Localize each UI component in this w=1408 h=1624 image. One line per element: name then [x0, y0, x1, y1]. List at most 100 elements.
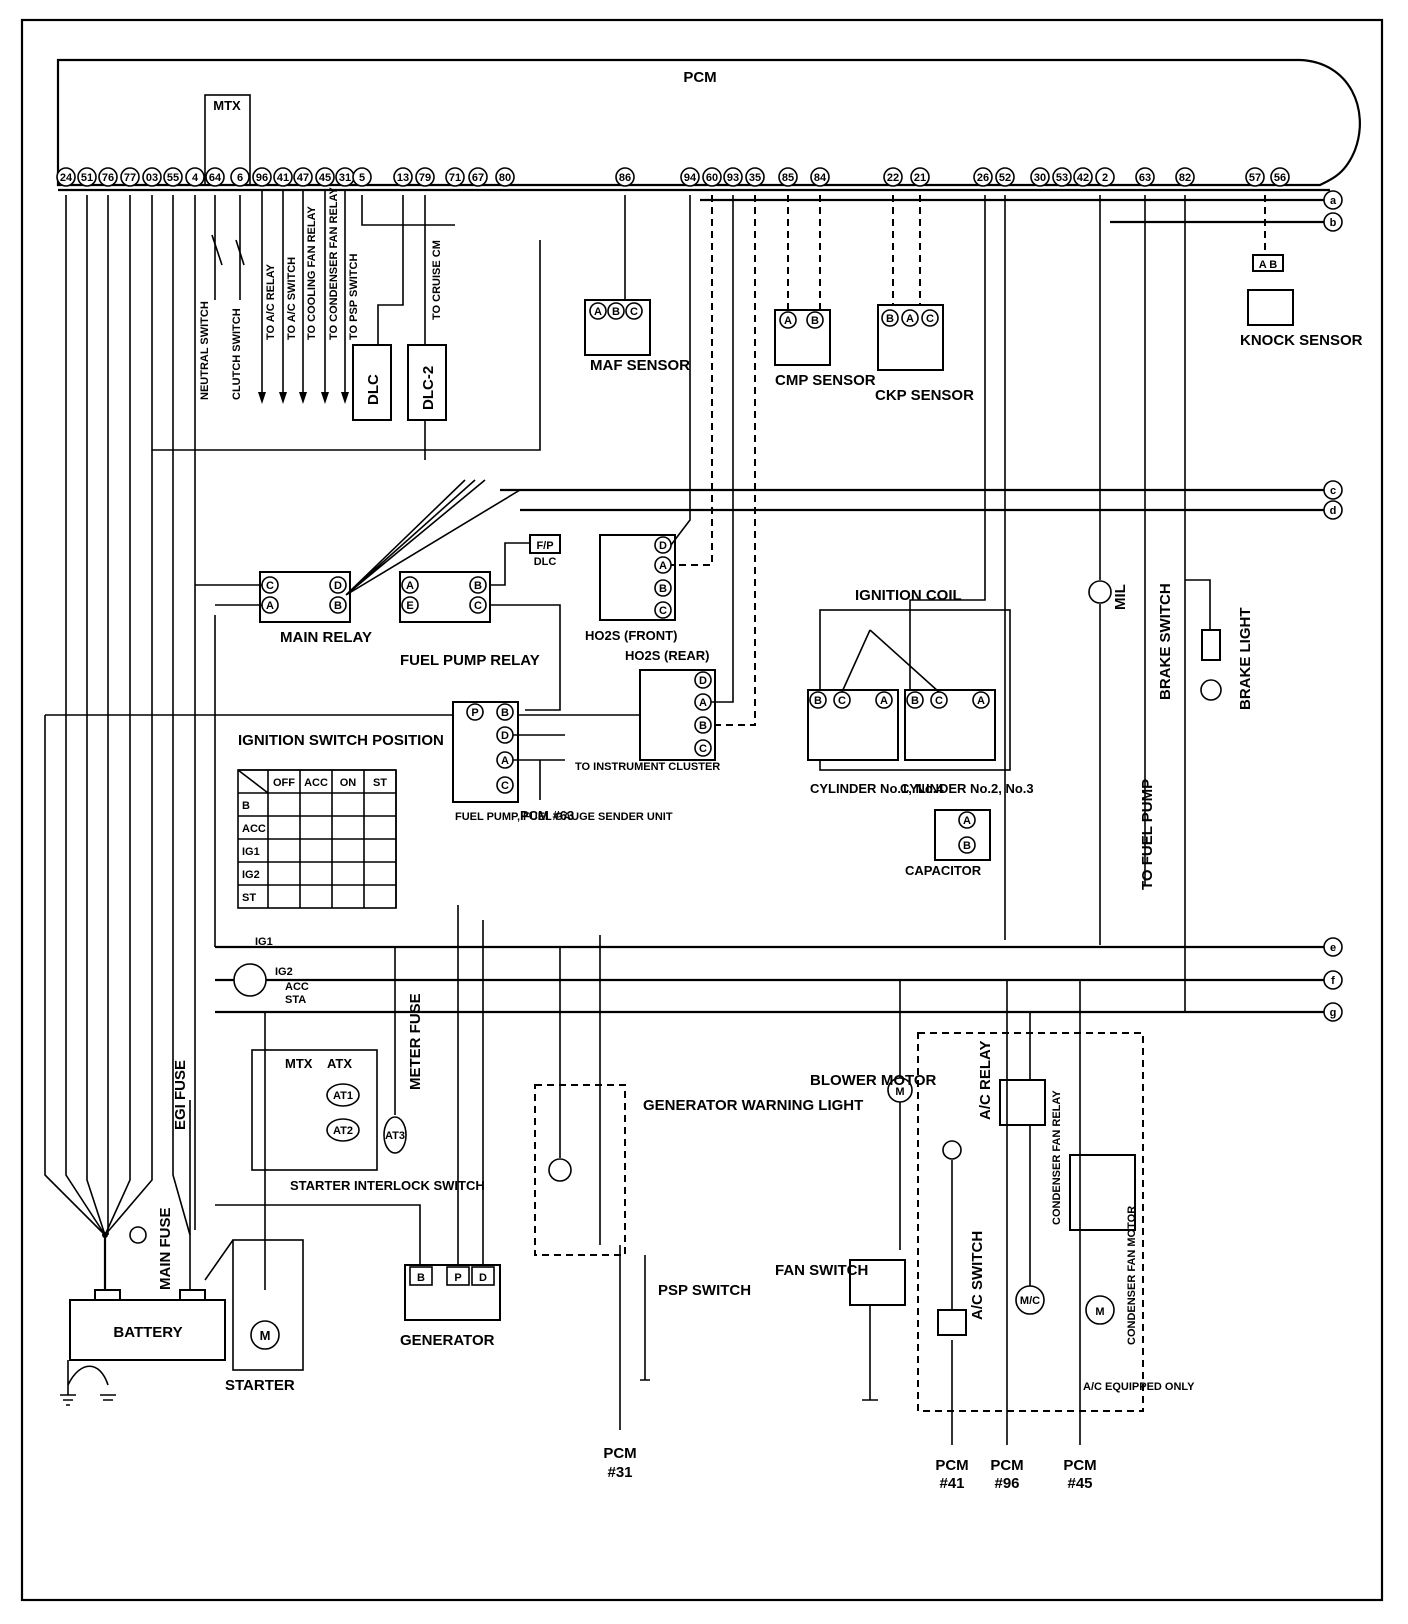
- svg-text:A B: A B: [1259, 259, 1278, 271]
- svg-text:B: B: [911, 695, 919, 707]
- pcm-pin: [745, 167, 765, 187]
- egi-fuse-label: EGI FUSE: [172, 1060, 189, 1130]
- pcm-pin-label: 94: [684, 172, 697, 184]
- at1-label: AT1: [333, 1090, 353, 1102]
- brake-light-label: BRAKE LIGHT: [1237, 608, 1254, 711]
- pcm-branch-label: TO A/C SWITCH: [286, 257, 298, 340]
- pcm-pin-label: 79: [419, 172, 431, 184]
- ac-indicator: [942, 1140, 962, 1160]
- fp-dlc-label: DLC: [534, 556, 557, 568]
- pcm-pin-label: 51: [81, 172, 93, 184]
- pcm-pin-label: 22: [887, 172, 899, 184]
- svg-text:B: B: [699, 720, 707, 732]
- pcm-pin-label: 76: [102, 172, 114, 184]
- svg-text:A: A: [659, 560, 667, 572]
- warning-light-box: [534, 1084, 626, 1256]
- pcm-pin: [680, 167, 700, 187]
- pcm-pin: [315, 167, 335, 187]
- pcm-pin: [252, 167, 272, 187]
- svg-text:B: B: [814, 695, 822, 707]
- svg-text:A: A: [501, 755, 509, 767]
- svg-text:B: B: [811, 315, 819, 327]
- pcm-pin: [56, 167, 76, 187]
- gen-pin-b: B: [417, 1272, 425, 1284]
- ign-table-row: B: [242, 800, 250, 812]
- ho2s-rear: D A B C HO2S (REAR): [625, 195, 756, 761]
- pcm45-num: #45: [1067, 1475, 1092, 1492]
- svg-text:E: E: [406, 600, 413, 612]
- dlc-box: [352, 344, 392, 421]
- starter-box: [232, 1239, 304, 1371]
- to-fuel-pump-label: TO FUEL PUMP: [1139, 779, 1156, 890]
- pcm-branch-label: TO COOLING FAN RELAY: [306, 205, 318, 340]
- pcm-pin-label: 42: [1077, 172, 1089, 184]
- svg-text:B: B: [501, 707, 509, 719]
- svg-text:B: B: [612, 306, 620, 318]
- clutch-switch-label: CLUTCH SWITCH: [231, 308, 243, 400]
- svg-text:B: B: [963, 840, 971, 852]
- pcm-pin: [142, 167, 162, 187]
- pcm-branch-label: TO CONDENSER FAN RELAY: [328, 187, 340, 340]
- svg-text:A: A: [963, 815, 971, 827]
- svg-text:A: A: [784, 315, 792, 327]
- ign-table-row: ACC: [242, 823, 266, 835]
- pcm-pin: [1135, 167, 1155, 187]
- ign-table-col: ON: [340, 777, 357, 789]
- pcm-pin: [1175, 167, 1195, 187]
- meter-fuse-label: METER FUSE: [407, 993, 424, 1090]
- gen-pin-d: D: [479, 1272, 487, 1284]
- maf-label: MAF SENSOR: [590, 357, 690, 374]
- right-devices: MIL TO FUEL PUMP BRAKE SWITCH BRAKE LIGH…: [1088, 195, 1254, 1012]
- fp-label: F/P: [536, 540, 553, 552]
- psp-pcm-num: #31: [607, 1464, 632, 1481]
- svg-text:B: B: [886, 313, 894, 325]
- ac-switch-label: A/C SWITCH: [969, 1231, 986, 1320]
- pcm96-num: #96: [994, 1475, 1019, 1492]
- dlc-group: DLC DLC-2 TO CRUISE CM: [352, 195, 455, 460]
- ign-table-col: ACC: [304, 777, 328, 789]
- svg-text:M: M: [1095, 1306, 1104, 1318]
- svg-text:A: A: [880, 695, 888, 707]
- svg-text:A: A: [906, 313, 914, 325]
- generator-label: GENERATOR: [400, 1332, 495, 1349]
- fuel-pump-relay-label: FUEL PUMP RELAY: [400, 652, 540, 669]
- acc-label: ACC: [285, 981, 309, 993]
- pcm-mtx-box: [204, 94, 251, 186]
- pcm-pin: [98, 167, 118, 187]
- cond-motor: [1085, 1295, 1115, 1325]
- to-cluster-label: TO INSTRUMENT CLUSTER: [575, 761, 720, 773]
- pcm-pin: [1270, 167, 1290, 187]
- cmp-sensor: A B CMP SENSOR: [774, 195, 876, 389]
- cond-relay-box: [1069, 1154, 1136, 1231]
- pcm-pin-label: 60: [706, 172, 718, 184]
- psp-switch-label: PSP SWITCH: [658, 1282, 751, 1299]
- at3-label: AT3: [385, 1130, 405, 1142]
- pcm-pin-label: 64: [209, 172, 222, 184]
- diagram-frame: [20, 18, 1384, 1602]
- interlock-label: STARTER INTERLOCK SWITCH: [290, 1178, 485, 1193]
- pcm-pin-label: 80: [499, 172, 511, 184]
- svg-text:C: C: [935, 695, 943, 707]
- pcm-pin-label: 52: [999, 172, 1011, 184]
- pcm-pin: [445, 167, 465, 187]
- pcm-pin-label: 5: [359, 172, 365, 184]
- svg-text:B: B: [659, 583, 667, 595]
- fuel-pump-relay: A E B C FUEL PUMP RELAY F/P DLC: [399, 534, 561, 711]
- at2-label: AT2: [333, 1125, 353, 1137]
- connector-b-label: b: [1330, 217, 1337, 229]
- connector-f-label: f: [1331, 975, 1335, 987]
- power-block: EGI FUSE MAIN FUSE BATTERY M STARTER: [60, 1060, 304, 1406]
- pcm-pin: [778, 167, 798, 187]
- connector-g-label: g: [1330, 1007, 1337, 1019]
- pcm-pin-label: 84: [814, 172, 827, 184]
- connector-d-label: d: [1330, 505, 1337, 517]
- pcm-pin-label: 55: [167, 172, 179, 184]
- pcm-mtx-label: MTX: [213, 98, 241, 113]
- pcm-pin-label: 77: [124, 172, 136, 184]
- pcm45-pcm: PCM: [1063, 1457, 1096, 1474]
- pcm-pin-label: 24: [60, 172, 73, 184]
- svg-text:C: C: [266, 580, 274, 592]
- svg-text:A: A: [977, 695, 985, 707]
